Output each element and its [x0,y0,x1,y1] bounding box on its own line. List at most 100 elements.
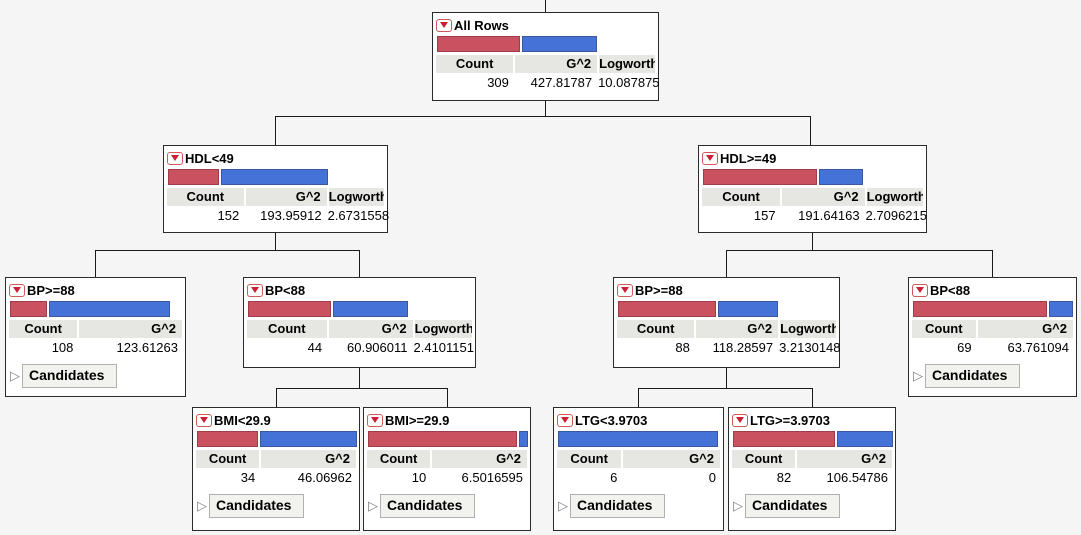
stats-value-row: 88 118.28597 3.2130148 [617,338,841,358]
count-value: 6 [610,470,618,485]
tree-node-bmi-lt-29-9: BMI<29.9 Count G^2 34 46.06962 ▷ Candida… [192,407,360,531]
node-menu-button[interactable] [912,283,928,297]
node-title: BP<88 [930,282,971,298]
g2-header: G^2 [623,450,720,468]
red-triangle-icon [621,287,629,293]
g2-header: G^2 [977,320,1073,338]
split-proportion-bar [437,36,597,52]
disclosure-triangle-icon[interactable]: ▷ [913,367,923,383]
node-title: HDL>=49 [720,150,777,166]
candidates-button[interactable]: Candidates [745,493,841,518]
disclosure-triangle-icon[interactable]: ▷ [733,497,743,513]
red-bar-segment [10,301,47,317]
node-menu-button[interactable] [702,151,718,165]
tree-node-bp-ge-88-right: BP>=88 Count G^2 Logworth 88 118.28597 3… [613,277,841,368]
stats-header-row: Count G^2 [557,450,720,468]
stats-header-row: Count G^2 Logworth [617,320,837,338]
candidates-row: ▷ Candidates [557,493,720,518]
tree-connector [359,368,360,388]
node-menu-button[interactable] [732,413,748,427]
logworth-header: Logworth [866,188,923,206]
candidates-row: ▷ Candidates [196,493,356,518]
candidates-row: ▷ Candidates [912,363,1073,388]
g2-value: 427.81787 [530,75,593,90]
candidates-button[interactable]: Candidates [209,493,305,518]
g2-header: G^2 [245,188,327,206]
split-proportion-bar [197,431,357,447]
count-value: 44 [307,340,323,355]
node-menu-button[interactable] [196,413,212,427]
count-header: Count [9,320,78,338]
blue-bar-segment [558,431,718,447]
candidates-button[interactable]: Candidates [925,363,1021,388]
count-header: Count [702,188,781,206]
count-header: Count [436,55,514,73]
blue-bar-segment [333,301,408,317]
stats-header-row: Count G^2 [732,450,892,468]
tree-connector [276,388,448,389]
count-value: 309 [487,75,509,90]
g2-value: 193.95912 [260,208,322,223]
candidates-button[interactable]: Candidates [22,363,118,388]
disclosure-triangle-icon[interactable]: ▷ [558,497,568,513]
red-triangle-icon [200,417,208,423]
g2-header: G^2 [696,320,779,338]
disclosure-triangle-icon[interactable]: ▷ [368,497,378,513]
node-menu-button[interactable] [247,283,263,297]
count-value: 152 [217,208,240,223]
tree-connector [95,250,360,251]
count-header: Count [912,320,976,338]
tree-connector [275,116,811,117]
node-menu-button[interactable] [367,413,383,427]
red-triangle-icon [371,417,379,423]
tree-connector [275,233,276,250]
disclosure-triangle-icon[interactable]: ▷ [10,367,20,383]
tree-connector [447,388,448,407]
stats-value-row: 82 106.54786 [732,468,892,488]
g2-header: G^2 [515,55,598,73]
stats-header-row: Count G^2 Logworth [167,188,384,206]
g2-header: G^2 [432,450,527,468]
red-bar-segment [703,169,817,185]
blue-bar-segment [837,431,893,447]
node-menu-button[interactable] [167,151,183,165]
candidates-button[interactable]: Candidates [380,493,476,518]
count-header: Count [617,320,695,338]
blue-bar-segment [1049,301,1073,317]
node-menu-button[interactable] [557,413,573,427]
node-title: All Rows [454,17,509,33]
node-menu-button[interactable] [436,18,452,32]
node-menu-button[interactable] [9,283,25,297]
logworth-value: 3.2130148 [779,340,841,355]
tree-connector [95,250,96,277]
candidates-row: ▷ Candidates [732,493,892,518]
stats-header-row: Count G^2 Logworth [436,55,656,73]
logworth-value: 2.6731558 [327,208,390,223]
tree-node-hdl-lt-49: HDL<49 Count G^2 Logworth 152 193.95912 … [163,145,390,233]
red-triangle-icon [440,22,448,28]
g2-value: 63.761094 [1007,340,1069,355]
disclosure-triangle-icon[interactable]: ▷ [197,497,207,513]
tree-connector [812,388,813,407]
g2-header: G^2 [79,320,182,338]
candidates-button[interactable]: Candidates [570,493,666,518]
red-bar-segment [618,301,716,317]
node-title: BMI>=29.9 [385,412,450,428]
g2-value: 46.06962 [297,470,352,485]
logworth-header: Logworth [599,55,656,73]
blue-bar-segment [518,431,528,447]
tree-node-bp-ge-88-left: BP>=88 Count G^2 108 123.61263 ▷ Candida… [5,277,186,397]
g2-header: G^2 [797,450,892,468]
stats-header-row: Count G^2 Logworth [247,320,472,338]
node-title: LTG<3.9703 [575,412,648,428]
g2-header: G^2 [782,188,865,206]
tree-connector [810,116,811,145]
logworth-header: Logworth [414,320,472,338]
blue-bar-segment [717,301,778,317]
tree-connector [638,388,813,389]
red-bar-segment [197,431,258,447]
count-value: 82 [776,470,792,485]
count-value: 157 [753,208,776,223]
node-title: LTG>=3.9703 [750,412,830,428]
node-menu-button[interactable] [617,283,633,297]
